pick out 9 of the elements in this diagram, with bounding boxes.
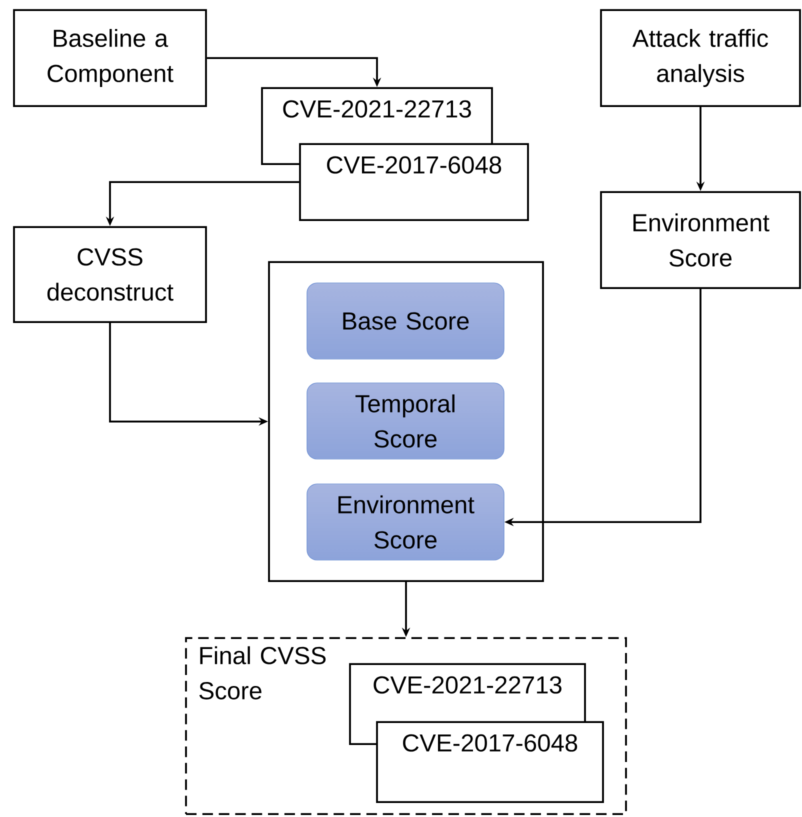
score-box: Temporal Score bbox=[306, 382, 504, 460]
process-box: Attack traffic analysis bbox=[600, 9, 801, 107]
process-box: CVE-2017-6048 bbox=[299, 143, 529, 221]
process-box: CVSS deconstruct bbox=[13, 226, 207, 323]
score-box: Environment Score bbox=[306, 484, 504, 560]
score-box: Base Score bbox=[306, 282, 504, 360]
process-box: CVE-2017-6048 bbox=[376, 721, 604, 803]
process-box: Environment Score bbox=[600, 191, 801, 289]
process-box: Baseline a Component bbox=[13, 9, 207, 107]
